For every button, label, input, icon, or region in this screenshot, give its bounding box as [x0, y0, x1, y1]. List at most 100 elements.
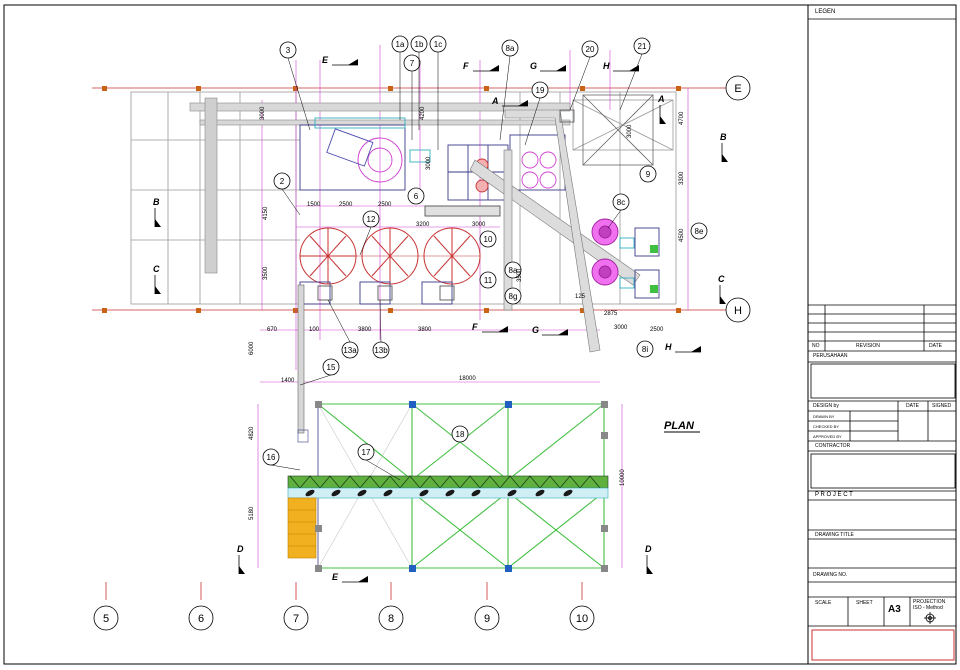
- drawing-title-label: DRAWING TITLE: [815, 532, 854, 538]
- svg-text:F: F: [472, 322, 478, 332]
- section-mark-H: H: [603, 61, 639, 72]
- section-mark-E: E: [322, 55, 358, 66]
- svg-text:11: 11: [484, 276, 493, 285]
- grid-row-bubbles: EH: [720, 75, 751, 323]
- callout-8c: 8c: [612, 193, 630, 211]
- section-mark-B: B: [153, 197, 161, 227]
- callout-15: 15: [322, 358, 340, 376]
- svg-text:10: 10: [484, 235, 493, 244]
- svg-text:16: 16: [267, 453, 276, 462]
- dimension-4820: 4820: [249, 426, 255, 440]
- svg-text:18: 18: [456, 430, 465, 439]
- dimension-3000: 3000: [472, 222, 486, 228]
- callout-8a: 8a: [504, 261, 522, 279]
- callout-1c: 1c: [429, 35, 447, 53]
- callout-8e: 8e: [690, 222, 708, 240]
- dimension-3500: 3500: [517, 268, 523, 282]
- svg-text:21: 21: [638, 42, 647, 51]
- grid-column-6: 6: [188, 605, 214, 631]
- svg-text:G: G: [530, 61, 537, 71]
- approved-by-label: APPROVED BY: [813, 434, 842, 439]
- design-date-label: DATE: [906, 403, 919, 409]
- svg-text:H: H: [665, 342, 672, 352]
- callout-11: 11: [479, 271, 497, 289]
- svg-text:1a: 1a: [396, 40, 405, 49]
- svg-text:7: 7: [410, 59, 415, 68]
- dimension-3200: 3200: [416, 222, 430, 228]
- stockpile-columns: [315, 401, 608, 572]
- svg-text:12: 12: [367, 215, 376, 224]
- svg-text:B: B: [153, 197, 160, 207]
- svg-text:D: D: [237, 544, 244, 554]
- dimension-670: 670: [267, 327, 278, 333]
- checked-by-label: CHECKED BY: [813, 424, 840, 429]
- section-mark-G: G: [530, 61, 566, 72]
- svg-text:8: 8: [388, 613, 394, 625]
- signed-label: SIGNED: [932, 403, 952, 409]
- sheet-label: SHEET: [856, 600, 873, 606]
- svg-text:A: A: [657, 94, 665, 104]
- dimension-6000: 6000: [249, 341, 255, 355]
- svg-text:8g: 8g: [509, 292, 518, 301]
- callout-1a: 1a: [391, 35, 409, 53]
- rev-no-label: NO: [812, 343, 820, 349]
- svg-text:B: B: [720, 132, 727, 142]
- dimension-2875: 2875: [604, 311, 618, 317]
- svg-text:8c: 8c: [617, 198, 625, 207]
- drawing-no-label: DRAWING NO.: [813, 572, 848, 578]
- scale-label: SCALE: [815, 600, 832, 606]
- svg-text:D: D: [645, 544, 652, 554]
- projection-method-label: ISO - Method: [913, 605, 943, 611]
- callout-8i: 8i: [636, 340, 654, 358]
- grid-column-8: 8: [378, 605, 404, 631]
- dimension-125: 125: [575, 294, 586, 300]
- svg-text:13a: 13a: [343, 346, 357, 355]
- dimension-3800: 3800: [358, 327, 372, 333]
- svg-text:E: E: [734, 83, 741, 95]
- stockpile-frame: [287, 403, 609, 569]
- section-mark-F: F: [463, 61, 499, 72]
- dimension-5180: 5180: [249, 506, 255, 520]
- svg-text:1c: 1c: [434, 40, 442, 49]
- callout-7: 7: [403, 54, 421, 72]
- grid-row-E: E: [725, 75, 751, 101]
- grid-column-10: 10: [569, 605, 595, 631]
- dimension-3300: 3300: [679, 171, 685, 185]
- section-mark-D: D: [645, 544, 653, 574]
- dimension-4700: 4700: [679, 111, 685, 125]
- svg-text:C: C: [718, 274, 725, 284]
- callout-2: 2: [273, 172, 291, 190]
- svg-text:E: E: [332, 572, 339, 582]
- dimension-3800: 3800: [418, 327, 432, 333]
- dimension-100: 100: [309, 327, 320, 333]
- sheet-size-value: A3: [888, 604, 901, 615]
- callout-17: 17: [357, 443, 375, 461]
- section-mark-H: H: [665, 342, 701, 353]
- title-block-stamp-box: [811, 629, 955, 661]
- section-mark-A: A: [657, 94, 666, 124]
- callout-13a: 13a: [341, 341, 359, 359]
- callout-12: 12: [362, 210, 380, 228]
- section-mark-F: F: [472, 322, 508, 333]
- svg-text:13b: 13b: [374, 346, 388, 355]
- section-mark-G: G: [532, 325, 568, 336]
- inclined-conveyors: [469, 109, 641, 353]
- dimension-10000: 10000: [620, 469, 626, 486]
- svg-text:H: H: [734, 305, 742, 317]
- svg-text:H: H: [603, 61, 610, 71]
- dimension-1500: 1500: [307, 202, 321, 208]
- dimension-2500: 2500: [650, 327, 664, 333]
- svg-text:3: 3: [286, 46, 291, 55]
- svg-text:6: 6: [414, 192, 419, 201]
- dimension-3000: 3000: [426, 156, 432, 170]
- callout-3: 3: [279, 41, 297, 59]
- svg-text:17: 17: [362, 448, 371, 457]
- grid-markers: [102, 86, 681, 313]
- callout-20: 20: [581, 40, 599, 58]
- sheet-border: [3, 4, 957, 665]
- contractor-label: CONTRACTOR: [815, 443, 851, 449]
